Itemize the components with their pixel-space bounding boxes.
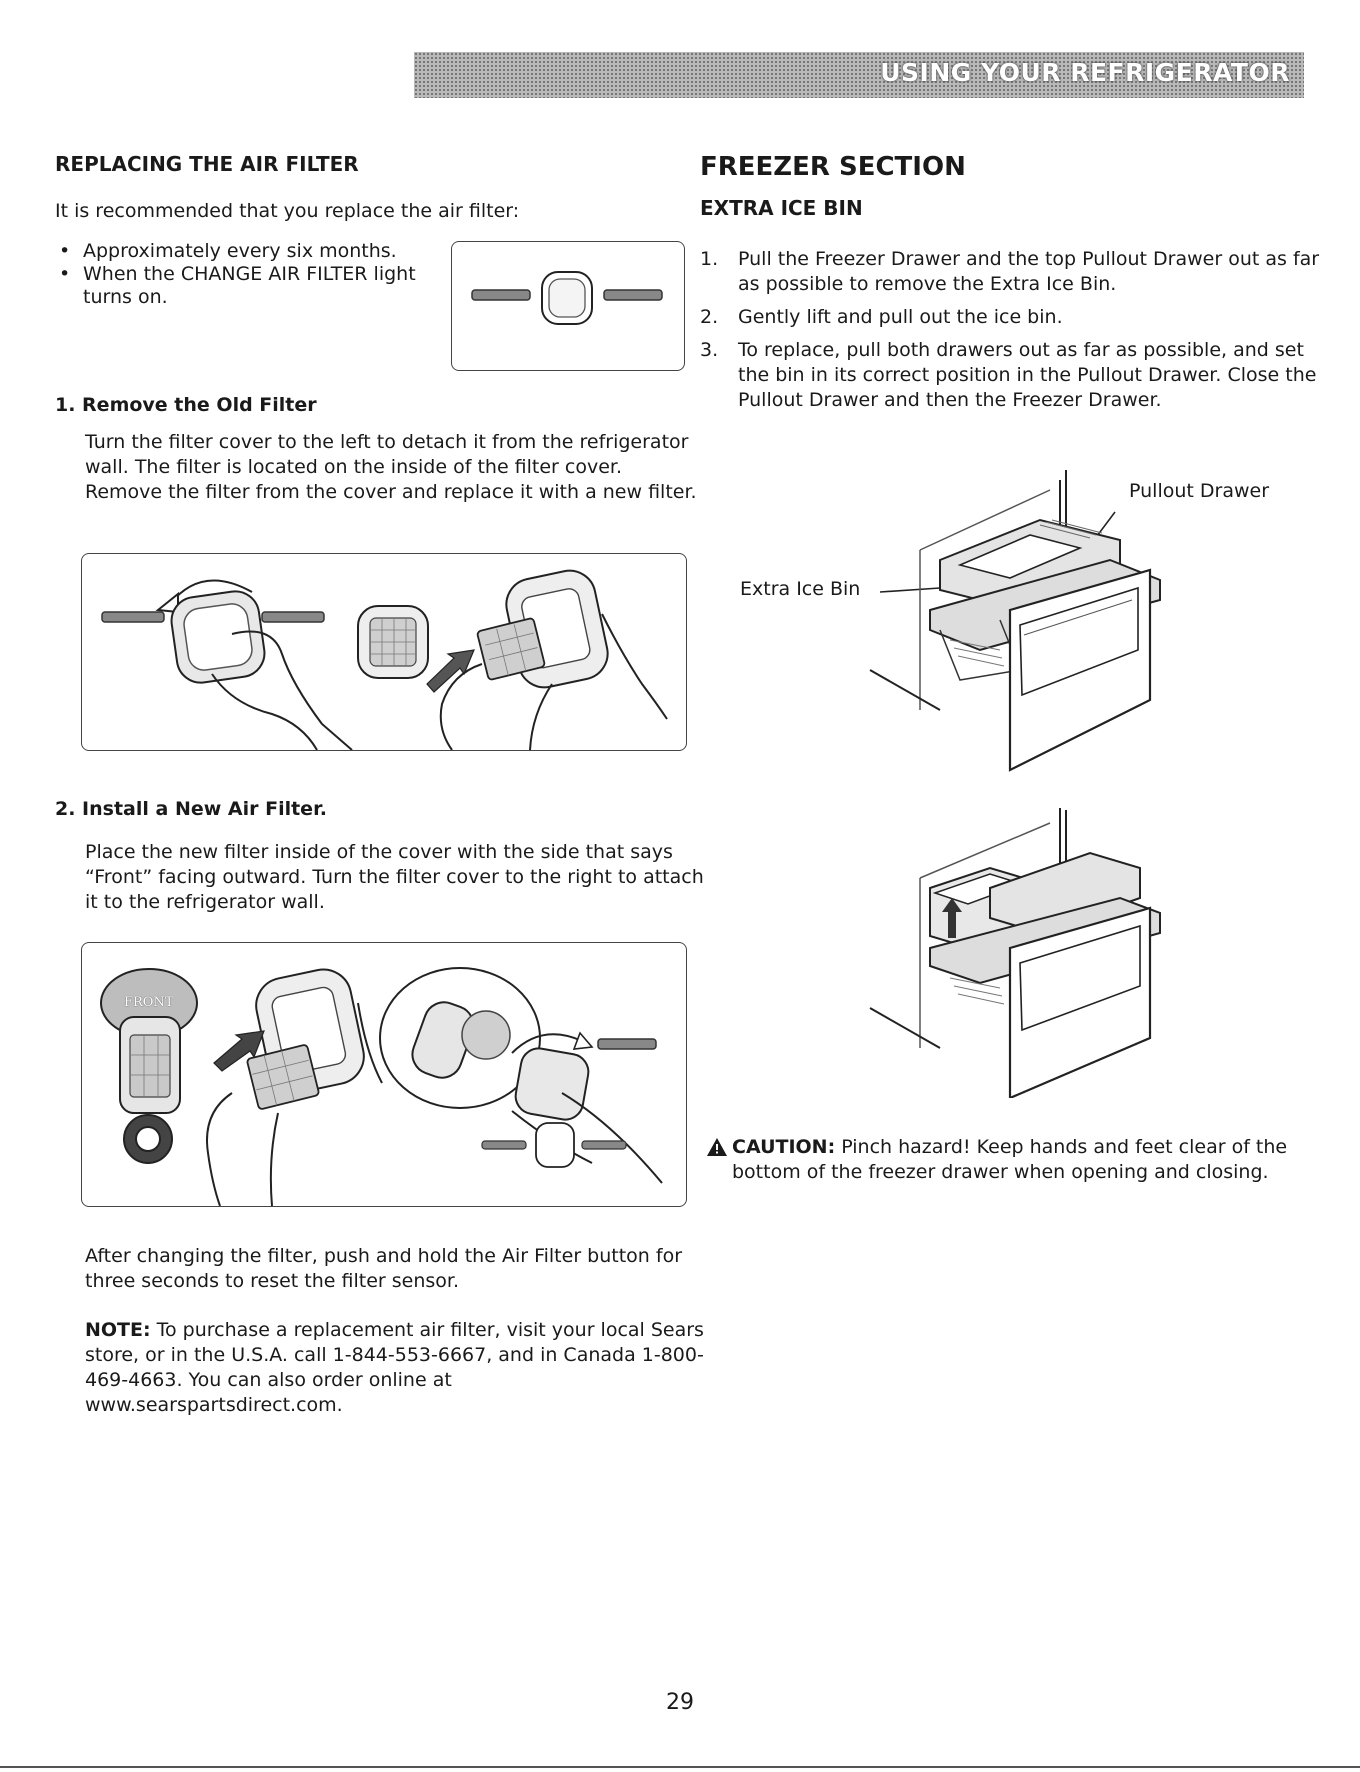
warning-triangle-icon xyxy=(706,1137,728,1157)
bottom-divider xyxy=(0,1766,1360,1768)
caution-paragraph: CAUTION: Pinch hazard! Keep hands and fe… xyxy=(732,1135,1312,1185)
step1-heading: 1. Remove the Old Filter xyxy=(55,394,317,416)
step2-heading: 2. Install a New Air Filter. xyxy=(55,798,327,820)
ice-bin-step: 3. To replace, pull both drawers out as f… xyxy=(700,338,1320,413)
caution-body: Pinch hazard! Keep hands and feet clear … xyxy=(732,1136,1288,1183)
freezer-heading-wrap: FREEZER SECTION xyxy=(700,152,966,182)
bullet-item: Approximately every six months. xyxy=(55,240,425,263)
step2-heading-wrap: 2. Install a New Air Filter. xyxy=(55,798,327,820)
drawer-illustration-2 xyxy=(850,808,1180,1098)
air-filter-heading: REPLACING THE AIR FILTER xyxy=(55,152,359,176)
caution-label: CAUTION: xyxy=(732,1136,836,1158)
step1-body: Turn the filter cover to the left to det… xyxy=(85,431,697,503)
step-text: Pull the Freezer Drawer and the top Pull… xyxy=(738,248,1320,295)
step2-body: Place the new filter inside of the cover… xyxy=(85,841,704,913)
control-panel-illustration xyxy=(451,241,685,371)
after-change-wrap: After changing the filter, push and hold… xyxy=(55,1244,705,1294)
remove-filter-illustration xyxy=(81,553,687,751)
step1-body-wrap: Turn the filter cover to the left to det… xyxy=(55,430,705,505)
step-number: 1. xyxy=(700,248,719,270)
air-filter-heading-wrap: REPLACING THE AIR FILTER xyxy=(55,152,359,176)
ice-bin-steps: 1. Pull the Freezer Drawer and the top Pu… xyxy=(700,247,1320,421)
step-number: 2. xyxy=(700,306,719,328)
extra-ice-bin-heading-wrap: EXTRA ICE BIN xyxy=(700,196,863,220)
banner-title: USING YOUR REFRIGERATOR xyxy=(880,58,1290,87)
label-extra-ice-bin: Extra Ice Bin xyxy=(740,578,861,600)
bullet-item: When the CHANGE AIR FILTER light turns o… xyxy=(55,263,425,309)
drawer-illustration-1: Pullout Drawer Extra Ice Bin xyxy=(740,470,1320,790)
note-label: NOTE: xyxy=(85,1319,151,1341)
note-wrap: NOTE: To purchase a replacement air filt… xyxy=(55,1318,705,1418)
air-filter-bullets: Approximately every six months. When the… xyxy=(55,240,425,309)
extra-ice-bin-heading: EXTRA ICE BIN xyxy=(700,196,863,220)
label-pullout-drawer: Pullout Drawer xyxy=(1129,480,1270,502)
page-number: 29 xyxy=(666,1690,694,1715)
step-text: Gently lift and pull out the ice bin. xyxy=(738,306,1063,328)
step-number: 3. xyxy=(700,339,719,361)
after-change-text: After changing the filter, push and hold… xyxy=(85,1245,683,1292)
install-filter-illustration: FRONT xyxy=(81,942,687,1207)
caution-notice: CAUTION: Pinch hazard! Keep hands and fe… xyxy=(707,1135,1312,1185)
step1-heading-wrap: 1. Remove the Old Filter xyxy=(55,394,317,416)
freezer-section-heading: FREEZER SECTION xyxy=(700,152,966,182)
air-filter-intro-wrap: It is recommended that you replace the a… xyxy=(55,199,675,224)
front-label: FRONT xyxy=(124,995,174,1010)
header-banner: USING YOUR REFRIGERATOR xyxy=(414,52,1304,98)
ice-bin-step: 1. Pull the Freezer Drawer and the top Pu… xyxy=(700,247,1320,297)
note-paragraph: NOTE: To purchase a replacement air filt… xyxy=(85,1318,705,1418)
air-filter-intro: It is recommended that you replace the a… xyxy=(55,200,520,222)
ice-bin-step: 2. Gently lift and pull out the ice bin. xyxy=(700,305,1320,330)
step-text: To replace, pull both drawers out as far… xyxy=(738,339,1317,411)
step2-body-wrap: Place the new filter inside of the cover… xyxy=(55,840,705,915)
note-body: To purchase a replacement air filter, vi… xyxy=(85,1319,704,1416)
